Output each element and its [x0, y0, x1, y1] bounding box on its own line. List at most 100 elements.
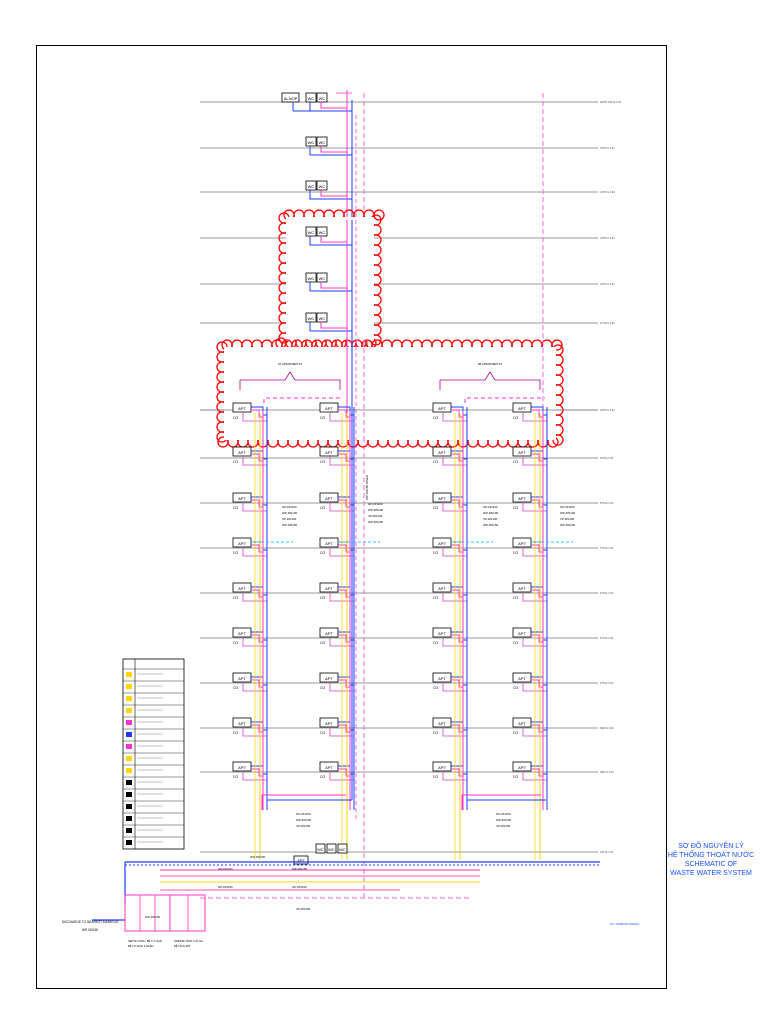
floor-label: 10TH FL 0.00 [600, 409, 615, 412]
apt-box-label: APT [238, 450, 246, 455]
apt-box-label: APT [438, 541, 446, 546]
apt-branch-vp [242, 727, 267, 737]
co-label: CO [233, 506, 239, 510]
pipe-note: GP-DN150 [292, 885, 307, 889]
apt-box [512, 492, 532, 503]
discharge-label: WP-DN150 [82, 928, 98, 932]
apt-branch-vp [522, 412, 547, 422]
riser-label: WP-DN150 RISER [365, 474, 369, 500]
apt-box [512, 672, 532, 683]
apt-branch-gp [451, 453, 463, 462]
apt-branch-vp [522, 637, 547, 647]
apt-branch-gp [531, 679, 543, 688]
wc-branch-wp [309, 102, 352, 112]
floor-label: 6TH FL 0.00 [600, 592, 614, 595]
apt-branch-gp [531, 409, 543, 418]
apt-box-label: APT [238, 676, 246, 681]
legend-swatch [126, 756, 132, 761]
apt-box [232, 446, 252, 457]
apt-box-label: APT [238, 496, 246, 501]
floor-label: 8TH FL 0.00 [600, 502, 614, 505]
apt-branch-gp [531, 544, 543, 553]
apt-box [232, 492, 252, 503]
apt-branch-gp [251, 589, 263, 598]
attic-box [281, 92, 300, 103]
collector-wp [466, 799, 546, 810]
block-label: 08 APARTMENTS [478, 362, 502, 366]
apt-box-label: APT [518, 496, 526, 501]
legend-swatch [126, 828, 132, 833]
apt-branch-vp [329, 412, 354, 422]
apt-branch-vp [442, 682, 467, 692]
vent-header [263, 397, 343, 403]
pipe-note: GP-DN150 [218, 867, 233, 871]
apt-branch-gp [251, 634, 263, 643]
apt-box-label: APT [518, 765, 526, 770]
wc-branch-gp [320, 102, 347, 109]
co-label: CO [320, 686, 326, 690]
revision-cloud-scallop [217, 436, 229, 448]
co-label: CO [233, 416, 239, 420]
co-label: CO [233, 551, 239, 555]
apt-branch-vp [329, 682, 354, 692]
apt-box-label: APT [325, 765, 333, 770]
apt-box [512, 446, 532, 457]
apt-box-label: APT [438, 496, 446, 501]
pipe-note: VP-DN100 [483, 517, 498, 521]
apt-box [319, 627, 339, 638]
apt-branch-vp [242, 456, 267, 466]
apt-box [319, 402, 339, 413]
apt-branch-gp [251, 499, 263, 508]
wc-branch-gp [320, 190, 347, 197]
apt-branch-vp [329, 502, 354, 512]
apt-branch-gp [531, 768, 543, 777]
pipe-note: GP-DN100 [483, 505, 498, 509]
apt-box-label: APT [238, 406, 246, 411]
floor-label: 4TH FL 0.00 [600, 682, 614, 685]
apt-branch-vp [442, 547, 467, 557]
wc-box [305, 312, 317, 323]
apt-box [232, 717, 252, 728]
floor-label: 5TH FL 0.00 [600, 637, 614, 640]
wc-box [316, 92, 328, 103]
collector-gp [261, 794, 346, 810]
co-label: CO [233, 641, 239, 645]
co-label: CO [233, 775, 239, 779]
collector-gp [461, 794, 541, 810]
wc-box [316, 272, 328, 283]
apt-box-label: APT [325, 676, 333, 681]
apt-branch-vp [329, 592, 354, 602]
apt-branch-vp [242, 592, 267, 602]
apt-box [319, 761, 339, 772]
apt-branch-vp [442, 637, 467, 647]
block-bracket [439, 371, 541, 390]
wc-box-label: WC [319, 140, 326, 145]
wc-box [315, 843, 326, 854]
co-label: CO [433, 775, 439, 779]
wc-box-label: WC [308, 96, 315, 101]
apt-branch-gp [451, 409, 463, 418]
co-label: CO [320, 460, 326, 464]
apt-box [432, 582, 452, 593]
apt-branch-vp [522, 682, 547, 692]
co-label: CO [513, 686, 519, 690]
septic-caption: BỂ TỰ HOẠI 3 NGĂN [128, 943, 153, 948]
wc-box [337, 843, 348, 854]
legend-swatch [126, 780, 132, 785]
apt-branch-vp [522, 727, 547, 737]
drawing-sheet [36, 45, 667, 989]
wc-branch-gp [320, 236, 347, 243]
wc-box-label: WC [319, 276, 326, 281]
apt-box-label: APT [438, 631, 446, 636]
pipe-note: WP-DN150 [496, 818, 512, 822]
apt-box [432, 761, 452, 772]
apt-box [319, 582, 339, 593]
revision-cloud-fill [286, 217, 374, 341]
apt-box-label: APT [325, 496, 333, 501]
apt-branch-vp [442, 412, 467, 422]
apt-box-label: APT [325, 541, 333, 546]
wc-box [326, 843, 337, 854]
apt-branch-gp [451, 544, 463, 553]
apt-branch-vp [242, 412, 267, 422]
pipe-note: VP-DN150 [496, 824, 511, 828]
